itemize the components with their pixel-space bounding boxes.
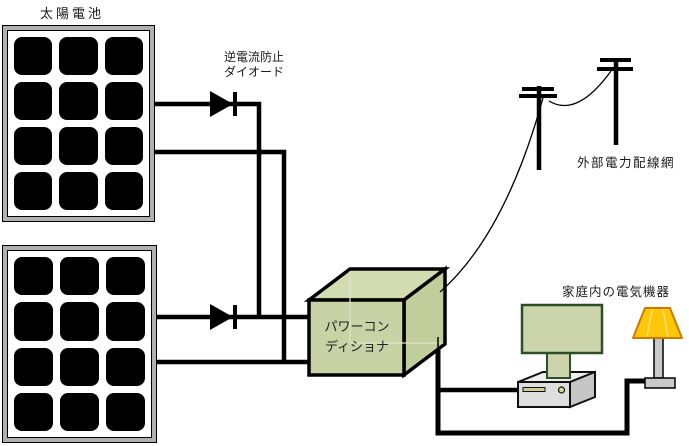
solar-cell xyxy=(59,37,98,75)
solar-cell xyxy=(14,172,53,210)
solar-cell xyxy=(104,172,143,210)
household-devices-label: 家庭内の電気機器 xyxy=(562,284,671,299)
solar-cell xyxy=(60,347,99,386)
diode-label-line1: 逆電流防止 xyxy=(223,50,284,64)
solar-cell xyxy=(14,392,53,431)
solar-battery-label: 太陽電池 xyxy=(40,7,105,22)
pole-to-pole-wire xyxy=(548,70,612,107)
diode-label: 逆電流防止 ダイオード xyxy=(204,50,304,80)
solar-cell xyxy=(60,302,99,341)
solar-cell xyxy=(106,392,145,431)
desktop-pc-icon xyxy=(517,370,596,409)
solar-cell xyxy=(59,172,98,210)
power-conditioner-label-line2: ディショナ xyxy=(324,339,390,355)
external-grid-label: 外部電力配線網 xyxy=(577,155,676,170)
solar-cell xyxy=(14,347,53,386)
diode-label-line2: ダイオード xyxy=(223,65,284,79)
monitor-icon xyxy=(520,303,604,379)
solar-cell xyxy=(106,257,145,296)
solar-cell xyxy=(14,37,53,75)
solar-cell xyxy=(104,37,143,75)
solar-cell xyxy=(60,392,99,431)
solar-cell xyxy=(60,257,99,296)
solar-cell xyxy=(104,127,143,165)
solar-panel-cells xyxy=(7,250,152,438)
wire-top-panel-lower xyxy=(152,149,287,363)
lamp-icon xyxy=(632,307,683,389)
power-conditioner-label-line1: パワーコン xyxy=(324,319,390,335)
solar-cell xyxy=(106,302,145,341)
wire-conditioner-to-lamp xyxy=(435,350,646,436)
conditioner-front-face xyxy=(307,298,406,377)
wire-top-panel-upper xyxy=(152,101,262,318)
solar-cell xyxy=(59,127,98,165)
solar-cell xyxy=(104,82,143,120)
solar-cell xyxy=(106,347,145,386)
solar-cell xyxy=(59,82,98,120)
solar-panel-array-2 xyxy=(2,245,157,443)
solar-panel-array-1 xyxy=(2,25,155,222)
diode-2-icon xyxy=(210,304,237,330)
grid-connection-wire xyxy=(439,97,544,293)
utility-pole-left-icon xyxy=(519,86,557,170)
solar-panel-cells xyxy=(7,30,150,217)
power-conditioner-box xyxy=(303,265,451,379)
utility-pole-right-icon xyxy=(597,58,633,145)
power-conditioner-label: パワーコン ディショナ xyxy=(309,300,405,375)
solar-cell xyxy=(14,82,53,120)
diode-1-icon xyxy=(210,91,237,117)
solar-cell xyxy=(14,257,53,296)
solar-cell xyxy=(14,302,53,341)
solar-cell xyxy=(14,127,53,165)
